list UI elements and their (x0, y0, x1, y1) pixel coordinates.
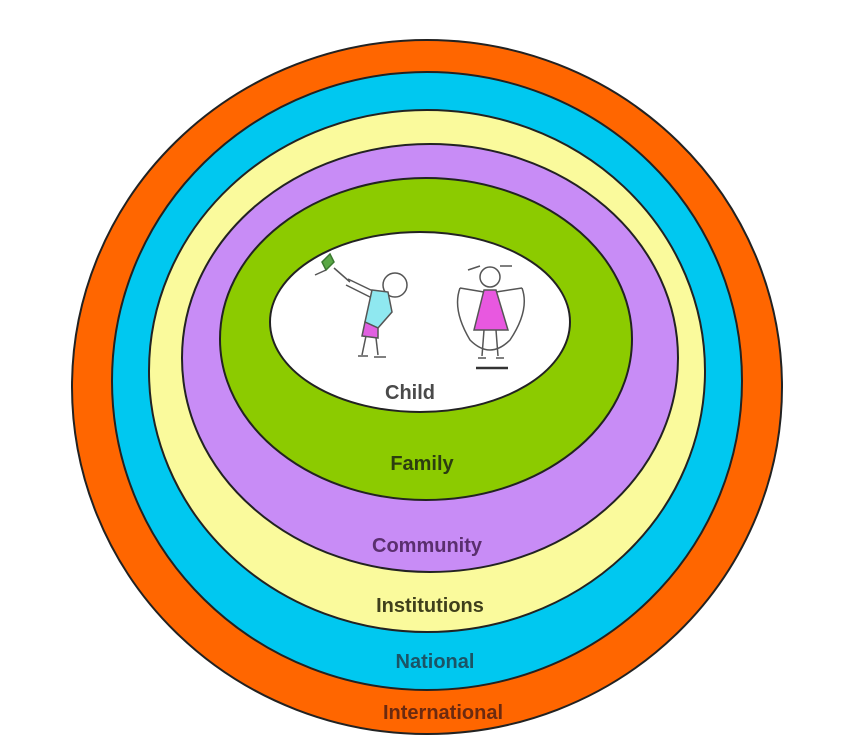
label-institutions: Institutions (376, 595, 484, 617)
label-family: Family (390, 453, 454, 475)
label-national: National (396, 651, 475, 673)
girl-with-jump-rope-illustration (456, 265, 525, 370)
label-international: International (383, 702, 503, 724)
label-community: Community (372, 535, 483, 557)
boy-with-kite-illustration (314, 252, 408, 358)
label-child: Child (385, 382, 435, 404)
